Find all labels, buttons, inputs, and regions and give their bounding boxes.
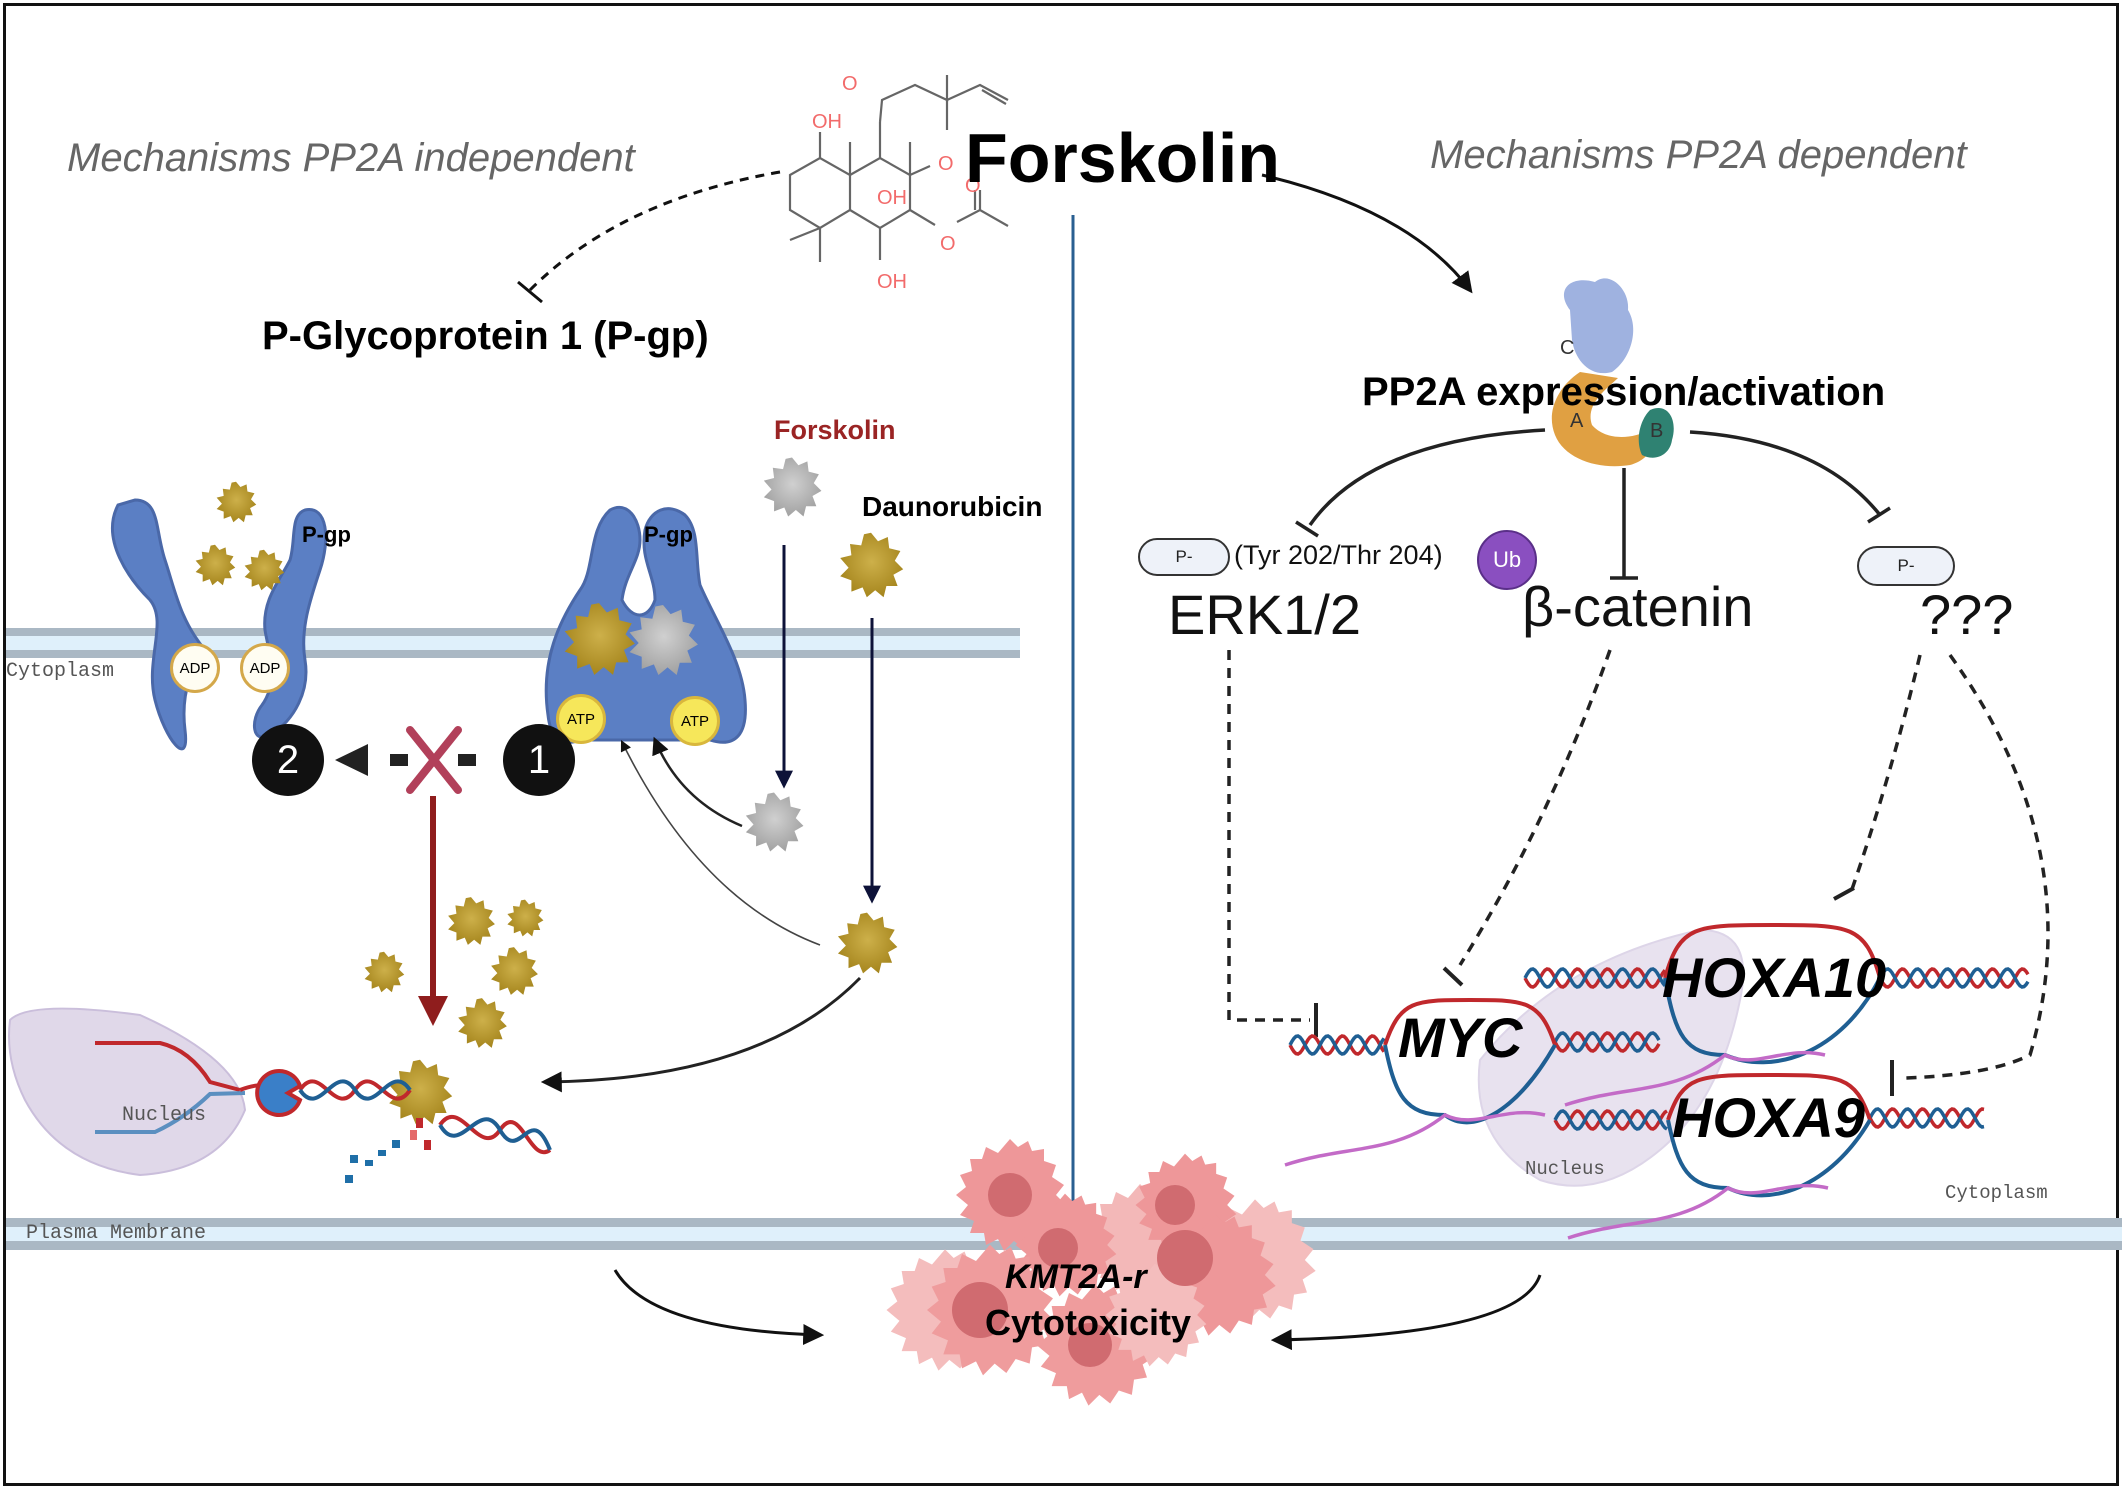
hoxa10-dna-left xyxy=(1523,967,1667,989)
forskolin-to-pgp-arrow xyxy=(652,736,743,828)
gene-myc: MYC xyxy=(1398,1006,1523,1069)
hoxa10-dna-left xyxy=(1523,967,1667,989)
pp2a-subunit-c: C xyxy=(1560,337,1575,359)
pp2a-label: PP2A expression/activation xyxy=(1362,370,1886,414)
pgp-target-label: P-Glycoprotein 1 (P-gp) xyxy=(262,314,709,358)
daunorubicin-molecule xyxy=(840,532,904,598)
myc-coding-strand xyxy=(1383,997,1557,1046)
pgp-bound-label: P-gp xyxy=(644,522,693,547)
outcome-cytotoxicity-label: Cytotoxicity xyxy=(985,1302,1192,1343)
forskolin-intracellular xyxy=(745,792,804,852)
forskolin-pp2a-arrow xyxy=(1261,173,1473,294)
inhibit-bar xyxy=(517,280,543,304)
plasma-membrane-label: Plasma Membrane xyxy=(26,1222,207,1245)
unknown-phospho-pill: P- xyxy=(1857,546,1955,586)
forskolin-drug-label: Forskolin xyxy=(774,415,896,445)
forskolin-molecule xyxy=(763,457,822,517)
daunorubicin-nuclear-cluster xyxy=(364,897,544,1125)
outcome-kmt2a-label: KMT2A-r xyxy=(1005,1258,1147,1296)
left-dna-strands xyxy=(95,1041,552,1155)
svg-text:O: O xyxy=(938,153,954,175)
ubiquitin-badge: Ub xyxy=(1477,530,1537,590)
arrow-to-step-2 xyxy=(335,744,368,776)
svg-text:O: O xyxy=(842,73,858,95)
blocked-cross-icon xyxy=(406,726,462,794)
gene-inhibition-lines xyxy=(1227,649,2050,1080)
pgp-open-label: P-gp xyxy=(302,522,351,547)
pp2a-complex xyxy=(1551,278,1674,467)
daunorubicin-label: Daunorubicin xyxy=(862,491,1043,522)
hoxa9-dna-right xyxy=(1868,1107,1985,1129)
gene-hoxa10: HOXA10 xyxy=(1662,946,1887,1009)
svg-text:O: O xyxy=(965,175,981,197)
forskolin-pgp-inhibit-line xyxy=(528,170,781,292)
erk-phospho-pill: P- xyxy=(1138,538,1230,576)
right-to-outcome-arrow xyxy=(1270,1274,1542,1351)
pp2a-inhibition-branches xyxy=(1295,428,1891,580)
hoxa10-mrna xyxy=(1564,1050,1826,1107)
step-1-badge: 1 xyxy=(503,724,575,796)
step-2-badge: 2 xyxy=(252,724,324,796)
left-nucleus-label: Nucleus xyxy=(122,1104,207,1127)
hoxa9-dna-left xyxy=(1553,1109,1668,1131)
daunorubicin-to-pgp-arrow xyxy=(620,739,821,946)
myc-dna-right xyxy=(1553,1031,1661,1053)
erk-label: ERK1/2 xyxy=(1168,583,1361,646)
gene-inhibition-bars xyxy=(1314,886,1894,1096)
adp-badge-2: ADP xyxy=(240,643,290,693)
hoxa9-mrna xyxy=(1567,1183,1829,1240)
forskolin-title: Forskolin xyxy=(965,119,1281,197)
erk-site-label: (Tyr 202/Thr 204) xyxy=(1234,540,1443,570)
hoxa9-coding-strand xyxy=(1666,1073,1872,1121)
pp2a-subunit-b: B xyxy=(1650,420,1664,442)
hoxa10-dna-right xyxy=(1878,967,2030,989)
pgp-open-transporter xyxy=(111,498,328,751)
right-panel-title: Mechanisms PP2A dependent xyxy=(1430,133,1967,177)
left-cytoplasm-label: Cytoplasm xyxy=(6,660,115,683)
polymerase-icon xyxy=(255,1069,303,1117)
myc-dna-right xyxy=(1553,1031,1661,1053)
svg-text:OH: OH xyxy=(877,271,907,293)
hoxa9-dna-left xyxy=(1553,1109,1668,1131)
svg-text:OH: OH xyxy=(812,111,842,133)
right-cytoplasm-label: Cytoplasm xyxy=(1945,1182,2048,1204)
daunorubicin-extracellular-cluster xyxy=(195,481,285,591)
adp-badge-1: ADP xyxy=(170,643,220,693)
svg-text:O: O xyxy=(940,233,956,255)
forskolin-structure xyxy=(788,75,1009,262)
myc-dna-left xyxy=(1288,1034,1386,1056)
svg-text:OH: OH xyxy=(877,187,907,209)
atp-badge-1: ATP xyxy=(556,694,606,744)
dna-fragments xyxy=(345,1118,431,1183)
figure-frame xyxy=(3,3,2119,1486)
kmt2a-cell-cluster xyxy=(886,1139,1316,1406)
right-nucleus-label: Nucleus xyxy=(1525,1158,1605,1180)
hoxa10-coding-strand xyxy=(1663,923,1882,979)
beta-catenin-label: β-catenin xyxy=(1522,575,1754,638)
unknown-target-label: ??? xyxy=(1920,583,2014,646)
myc-mrna xyxy=(1284,1110,1546,1167)
daunorubicin-to-dna-arrow xyxy=(540,976,862,1093)
pp2a-subunit-a: A xyxy=(1570,410,1584,432)
gene-hoxa9: HOXA9 xyxy=(1672,1086,1865,1149)
left-panel-title: Mechanisms PP2A independent xyxy=(67,136,635,180)
atp-badge-2: ATP xyxy=(670,696,720,746)
forskolin-heteroatoms: O OH OH O O O OH xyxy=(812,73,981,293)
hoxa10-dna-right xyxy=(1878,967,2030,989)
left-to-outcome-arrow xyxy=(613,1269,825,1345)
right-nucleus xyxy=(1477,928,1745,1187)
left-nucleus xyxy=(8,1007,247,1177)
daunorubicin-intracellular xyxy=(837,912,898,974)
hoxa9-dna-right xyxy=(1868,1107,1985,1129)
gene-dna-group xyxy=(1284,923,2030,1240)
